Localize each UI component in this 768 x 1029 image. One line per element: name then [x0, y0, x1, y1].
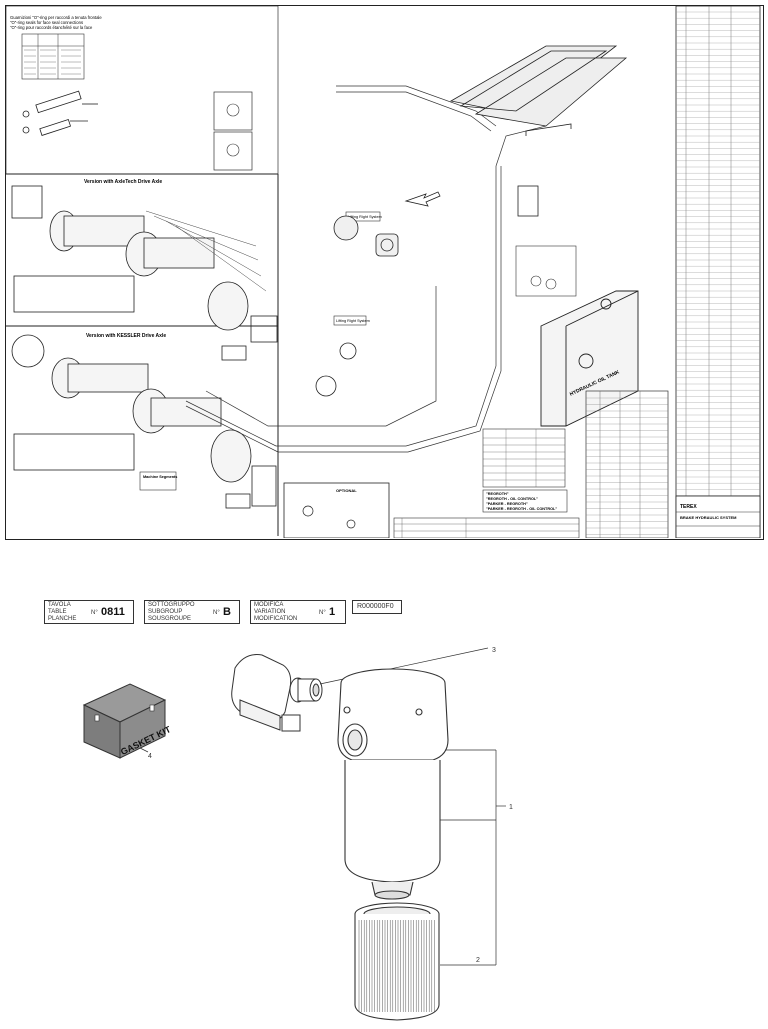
lifting-right-valves [333, 215, 399, 257]
table-label-en: TABLE [48, 609, 67, 615]
clogging-indicator [231, 654, 323, 732]
subgroup-label-it: SOTTOGRUPPO [148, 602, 195, 608]
panel-title-kessler: Version with KESSLER Drive Axle [86, 333, 166, 339]
mod-no-label: N° [319, 610, 326, 616]
header-table-box: TAVOLA TABLE PLANCHE N° 0811 [44, 600, 134, 624]
schematic-sheet: Guarnizioni "O"-ring per raccordi a tenu… [5, 5, 764, 540]
subgroup-label-en: SUBGROUP [148, 609, 183, 615]
note-line-2: "O"-ring seals for face seal connections [10, 20, 83, 25]
callout-machine-segments: Machine Segments [143, 475, 177, 479]
bracket-profile [517, 123, 572, 217]
axletech-axle-drawing [11, 185, 278, 361]
subgroup-letter: B [223, 606, 231, 618]
drawing-id: R000000F0 [357, 603, 394, 610]
title-block-company: TEREX [680, 504, 697, 510]
filter-option-3: "PARKER - REGROTH" [486, 502, 528, 506]
mod-label-fr: MODIFICATION [254, 616, 298, 622]
filter-drawing: GASKET KIT 4 3 [82, 647, 513, 1021]
axletech-hoses [145, 210, 267, 292]
subgroup-label-fr: SOUSGROUPE [148, 616, 192, 622]
mod-label-en: VARIATION [254, 609, 286, 615]
parts-list-middle [585, 390, 669, 539]
filter-option-2: "REGROTH - OIL CONTROL" [486, 497, 538, 501]
drawing-id-box: R000000F0 [352, 600, 402, 614]
table-no-label: N° [91, 610, 98, 616]
parts-list-right [675, 5, 761, 539]
filter-option-1: "REGROTH" [486, 492, 509, 496]
note-line-1: Guarnizioni "O"-ring per raccordi a tenu… [10, 15, 102, 20]
kessler-axle-drawing [11, 334, 277, 509]
callout-number-3: 3 [492, 647, 496, 654]
main-hose-routing [185, 85, 547, 453]
header-subgroup-box: SOTTOGRUPPO SUBGROUP SOUSGROUPE N° B [144, 600, 240, 624]
callout-number-2: 2 [476, 957, 480, 964]
note-line-3: "O"-ring pour raccords étanchéité sur la… [10, 25, 93, 30]
table-label-it: TAVOLA [48, 602, 71, 608]
gasket-kit-box [82, 683, 167, 759]
table-number: 0811 [101, 606, 125, 618]
callout-lifting-right: Lifting Right System [348, 215, 382, 219]
filter-exploded-view: GASKET KIT 4 3 [0, 592, 768, 1024]
title-block-title: BRAKE HYDRAULIC SYSTEM [680, 515, 737, 520]
mod-number: 1 [329, 606, 336, 618]
callout-leader-1 [440, 749, 506, 965]
lifting-left-valves [315, 342, 357, 397]
mod-label-it: MODIFICA [254, 602, 284, 608]
panel-title-axletech: Version with AxleTech Drive Axle [84, 179, 162, 185]
schematic-drawing: Guarnizioni "O"-ring per raccordi a tenu… [5, 5, 761, 539]
table-label-fr: PLANCHE [48, 616, 77, 622]
oring-table [21, 33, 85, 80]
direction-arrow [404, 191, 441, 207]
filter-element [354, 902, 440, 1021]
bottom-notes-table [393, 517, 580, 539]
filter-size-table [482, 428, 566, 488]
callout-lifting-left: Lifting Right System [336, 319, 370, 323]
hydraulic-oil-tank [540, 290, 639, 427]
subgroup-no-label: N° [213, 610, 220, 616]
title-block [675, 495, 761, 539]
callout-optional: OPTIONAL [336, 488, 357, 493]
filter-element-pleats [358, 920, 435, 1012]
header-modification-box: MODIFICA VARIATION MODIFICATION N° 1 [250, 600, 346, 624]
fitting-parts [22, 90, 98, 136]
filter-option-4: "PARKER - REGROTH - OIL CONTROL" [486, 507, 557, 511]
callout-number-4: 4 [148, 753, 152, 760]
track-assembly [449, 45, 628, 127]
filter-housing [337, 668, 449, 900]
callout-number-1: 1 [509, 804, 513, 811]
filter-control-box [515, 245, 577, 297]
